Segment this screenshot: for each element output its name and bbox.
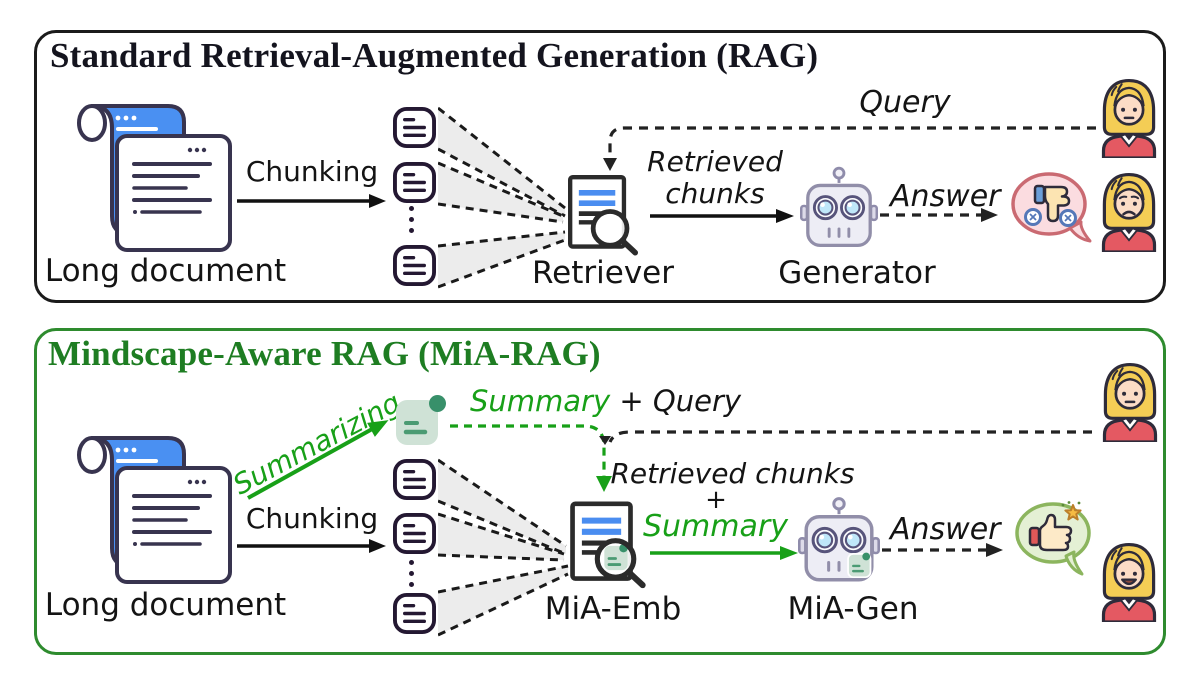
ellipsis-dots <box>409 206 414 233</box>
generator-label: Generator <box>778 255 936 291</box>
chunk-cones <box>438 106 566 289</box>
long-document-icon <box>77 104 232 252</box>
chunk-icon <box>393 592 436 635</box>
chunk-icon <box>393 512 436 555</box>
query-label: Query <box>859 85 951 120</box>
user-happy-avatar <box>1101 542 1157 622</box>
mia-gen-label: MiA-Gen <box>787 591 919 627</box>
answer-label: Answer <box>890 179 1001 214</box>
plus-label: + <box>705 485 727 515</box>
chunk-icon <box>393 161 436 204</box>
answer-arrow <box>882 543 1003 557</box>
ellipsis-dots <box>409 560 414 587</box>
chunking-label: Chunking <box>245 155 379 188</box>
retrieved-chunks-label: Retrieved chunks <box>610 457 855 490</box>
retrieved-summary-arrow <box>650 546 798 560</box>
user-query-avatar <box>1101 78 1157 158</box>
long-document-icon <box>77 436 232 584</box>
mini-summary-icon <box>847 552 872 579</box>
answer-arrow <box>880 208 998 222</box>
answer-label: Answer <box>890 512 1001 547</box>
mia-rag-title: Mindscape-Aware RAG (MiA-RAG) <box>48 334 601 373</box>
summary-input-label: Summary <box>643 509 788 544</box>
standard-rag-title: Standard Retrieval-Augmented Generation … <box>50 36 819 75</box>
query-line <box>603 126 1096 171</box>
mia-emb-icon <box>570 501 646 589</box>
user-query-avatar <box>1102 362 1158 442</box>
chunk-cones <box>438 458 569 637</box>
thumbs-down-bubble-icon <box>1011 172 1092 243</box>
mini-summary-icon <box>604 544 628 571</box>
long-document-label: Long document <box>44 587 287 623</box>
summarizing-arrow <box>247 420 389 500</box>
chunk-icon <box>393 244 436 287</box>
chunking-label: Chunking <box>245 502 379 535</box>
chunking-arrow <box>237 539 386 553</box>
summary-label: Summary <box>470 384 611 418</box>
long-document-label: Long document <box>44 253 287 289</box>
generator-robot-icon <box>800 166 878 247</box>
user-sad-avatar <box>1101 172 1157 252</box>
thumbs-up-bubble-icon <box>1015 501 1091 576</box>
chunk-icon <box>393 106 436 149</box>
mia-gen-robot-icon <box>798 497 880 582</box>
plus-query-label: + Query <box>610 384 742 418</box>
retriever-icon <box>568 175 639 256</box>
retriever-label: Retriever <box>532 255 674 291</box>
chunking-arrow <box>237 194 386 208</box>
summary-plus-query-label: Summary + Query <box>470 384 741 418</box>
chunk-icon <box>393 458 436 501</box>
summary-query-line <box>450 424 1092 492</box>
summary-doc-icon <box>396 395 446 445</box>
retrieved-chunks-arrow <box>650 209 794 223</box>
retrieved-chunks-label: Retrieved chunks <box>647 145 783 211</box>
mia-emb-label: MiA-Emb <box>544 591 682 627</box>
